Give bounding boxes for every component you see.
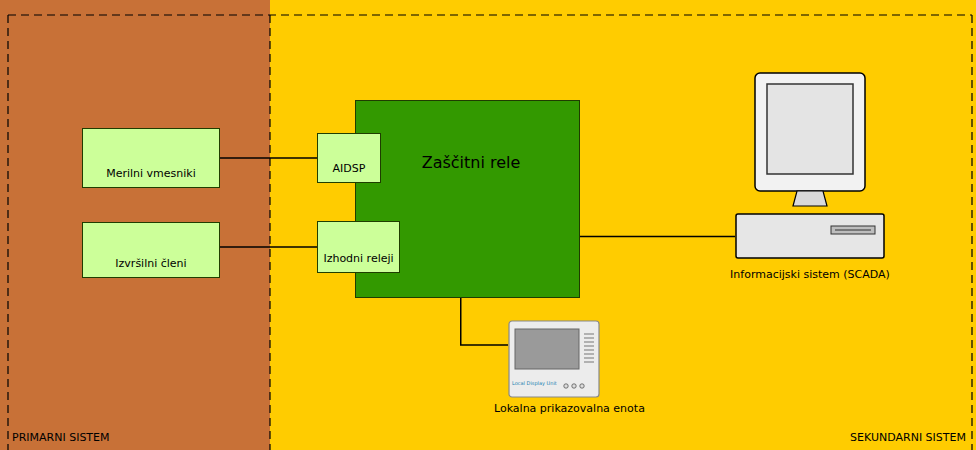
primary-region-fill [0, 0, 270, 450]
component-box: AIDSP [317, 133, 381, 183]
display-button [564, 384, 568, 388]
display-screen [515, 329, 579, 369]
system-region: PRIMARNI SISTEM Merilni vmesnikiIzvršilni… [0, 0, 270, 450]
monitor-screen [767, 84, 853, 174]
dashed-border [7, 15, 8, 450]
dashed-border [269, 15, 270, 450]
connection-line [220, 246, 317, 248]
display-unit-icon: Local Display UnitLokalna prikazovalna e… [508, 320, 600, 398]
system-region: SEKUNDARNI SISTEMZaščitni releAIDSPIzhod… [270, 0, 976, 450]
node-label: Zaščitni rele [396, 153, 546, 291]
relay-block: Zaščitni releAIDSPIzhodni releji [355, 100, 580, 298]
region-title: SEKUNDARNI SISTEM [850, 431, 966, 444]
display-grille [584, 342, 594, 343]
node-label: Merilni vmesniki [106, 167, 196, 181]
region-dashed-borders [8, 15, 972, 450]
connection-line [220, 157, 317, 159]
display-grille [584, 334, 594, 335]
device-caption: Local Display Unit [512, 380, 557, 392]
drive-slot-line [835, 230, 871, 231]
computer-case [736, 214, 884, 258]
node-label: AIDSP [333, 162, 366, 176]
display-grille [584, 338, 594, 339]
connection-line [461, 298, 508, 345]
dashed-border [8, 14, 972, 15]
display-grille [584, 350, 594, 351]
component-box: Izhodni releji [317, 221, 400, 273]
display-button [572, 384, 576, 388]
node-label: Izhodni releji [323, 252, 393, 266]
secondary-region-fill [270, 0, 976, 450]
connection-line [580, 236, 735, 238]
computer-icon: Informacijski sistem (SCADA) [735, 72, 885, 262]
display-grille [584, 346, 594, 347]
component-box: Merilni vmesniki [82, 128, 220, 188]
drive-slot [831, 226, 875, 234]
display-grille [584, 362, 594, 363]
display-graphic [508, 320, 600, 398]
display-button [580, 384, 584, 388]
display-grille [584, 354, 594, 355]
computer-graphic [735, 72, 885, 262]
display-housing [509, 321, 599, 397]
monitor-stand [793, 191, 827, 206]
node-label: Izvršilni členi [115, 257, 186, 271]
region-title: PRIMARNI SISTEM [12, 431, 110, 444]
dashed-border [971, 15, 972, 450]
component-box: Izvršilni členi [82, 222, 220, 278]
monitor-frame [755, 73, 865, 191]
display-grille [584, 358, 594, 359]
